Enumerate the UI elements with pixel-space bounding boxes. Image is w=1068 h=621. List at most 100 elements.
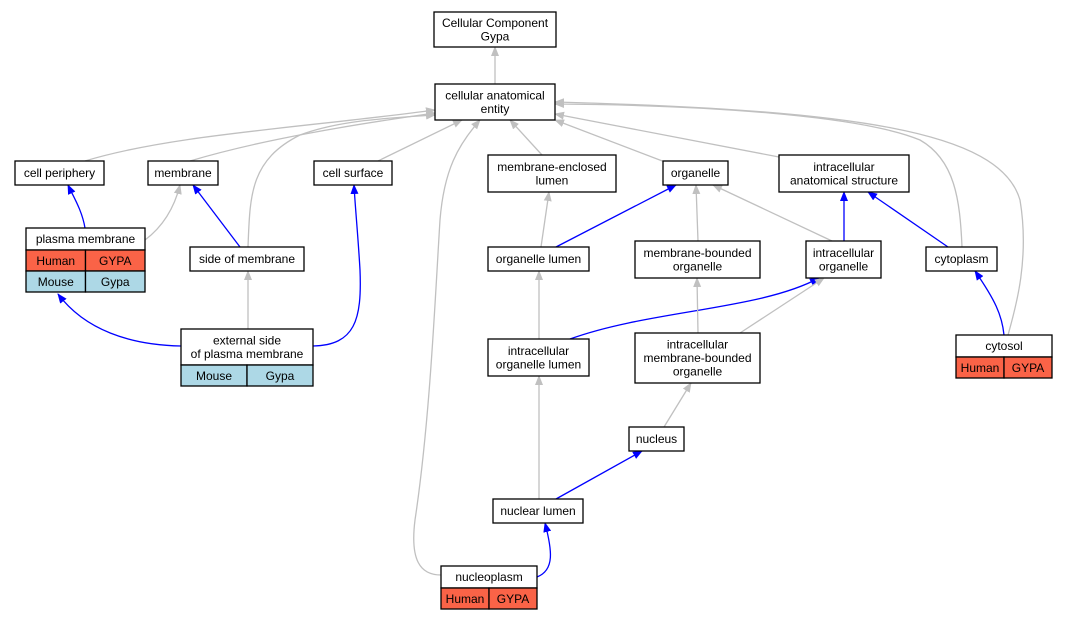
node-box [662, 160, 729, 186]
node-box [189, 246, 305, 272]
edge-nucleoplasm-to-nuclear_lumen [536, 522, 552, 578]
node-organelle[interactable]: organelle [662, 160, 729, 186]
svg-text:Human: Human [36, 254, 75, 268]
node-label-line: Gypa [481, 29, 510, 43]
node-nuclear-lumen[interactable]: nuclear lumen [492, 498, 584, 524]
node-label-line: cell surface [323, 166, 384, 180]
node-label-line: organelle [671, 166, 721, 180]
node-label-line: intracellular [813, 246, 874, 260]
edge-plasma_membrane-to-membrane [144, 184, 182, 241]
node-cell-periphery[interactable]: cell periphery [14, 160, 105, 186]
edge-intracellular_organelle-to-organelle [712, 184, 833, 242]
svg-text:GYPA: GYPA [497, 592, 529, 606]
edge-mel-to-cae [509, 119, 543, 156]
edge-cytosol-to-cae [554, 98, 1024, 336]
node-label-line: membrane [154, 166, 212, 180]
svg-text:Human: Human [446, 592, 485, 606]
node-box [628, 426, 685, 452]
node-label-line: nucleoplasm [455, 570, 522, 584]
node-side-of-membrane[interactable]: side of membrane [189, 246, 305, 272]
edge-nucleoplasm-to-cae [413, 119, 481, 576]
node-label-line: organelle [673, 365, 723, 379]
edge-organelle-to-cae [554, 119, 666, 163]
edge-cytoplasm-to-ias [867, 191, 949, 248]
gene-cell: Gypa [84, 270, 146, 293]
gene-cell: GYPA [1003, 356, 1053, 379]
organism-cell: Mouse [25, 270, 87, 293]
node-organelle-lumen[interactable]: organelle lumen [487, 246, 590, 272]
node-box [180, 328, 314, 366]
node-box [778, 154, 910, 193]
edge-iol-to-intracellular_organelle [569, 277, 820, 340]
organism-cell: Human [955, 356, 1005, 379]
node-label-line: organelle lumen [496, 357, 581, 371]
node-label-line: of plasma membrane [191, 347, 304, 361]
edge-organelle_lumen-to-mel [540, 191, 552, 248]
node-label-line: membrane-enclosed [497, 160, 606, 174]
svg-text:Mouse: Mouse [196, 369, 232, 383]
edge-side_of_membrane-to-membrane [192, 184, 241, 248]
edge-cytosol-to-cytoplasm [974, 270, 1005, 336]
node-label-line: anatomical structure [790, 173, 898, 187]
organism-cell: Human [440, 587, 490, 610]
svg-text:Gypa: Gypa [266, 369, 295, 383]
svg-text:Gypa: Gypa [101, 275, 130, 289]
node-box [634, 240, 761, 279]
svg-text:Human: Human [961, 361, 1000, 375]
node-box [492, 498, 584, 524]
node-nucleus[interactable]: nucleus [628, 426, 685, 452]
node-label-line: organelle [819, 259, 869, 273]
edge-ias-to-cae [554, 111, 780, 158]
edge-external_side-to-cell_surface [312, 184, 361, 347]
node-label-line: side of membrane [199, 252, 295, 266]
edge-mbo-to-organelle [692, 184, 701, 242]
node-box [14, 160, 105, 186]
edges [57, 46, 1024, 578]
node-label-line: cytoplasm [934, 252, 988, 266]
node-label-line: nuclear lumen [500, 504, 575, 518]
node-cell-surface[interactable]: cell surface [313, 160, 393, 186]
organism-cell: Mouse [180, 364, 248, 387]
node-membrane[interactable]: membrane [147, 160, 219, 186]
node-label-line: membrane-bounded [643, 246, 751, 260]
node-label-line: lumen [536, 173, 569, 187]
svg-text:Mouse: Mouse [38, 275, 74, 289]
edge-cell_surface-to-cae [377, 119, 463, 162]
gene-cell: Gypa [246, 364, 314, 387]
node-label-line: organelle [673, 259, 723, 273]
node-box [433, 11, 557, 48]
node-label-line: cellular anatomical [445, 88, 544, 102]
node-label-line: intracellular [813, 160, 874, 174]
node-label-line: membrane-bounded [643, 351, 751, 365]
node-box [634, 332, 761, 384]
node-box [487, 338, 590, 377]
edge-imbo-to-intracellular_organelle [739, 277, 825, 334]
node-label-line: intracellular [667, 338, 728, 352]
svg-text:GYPA: GYPA [99, 254, 131, 268]
node-label-line: nucleus [636, 432, 677, 446]
edge-nuclear_lumen-to-nucleus [555, 450, 643, 500]
organism-cell: Human [25, 249, 87, 272]
node-box [487, 246, 590, 272]
node-label-line: cell periphery [24, 166, 95, 180]
edge-organelle_lumen-to-organelle [555, 184, 677, 248]
node-box [313, 160, 393, 186]
node-label-line: organelle lumen [496, 252, 581, 266]
edge-nucleus-to-imbo [663, 382, 692, 428]
node-cytoplasm[interactable]: cytoplasm [925, 246, 998, 272]
node-box [434, 83, 556, 121]
